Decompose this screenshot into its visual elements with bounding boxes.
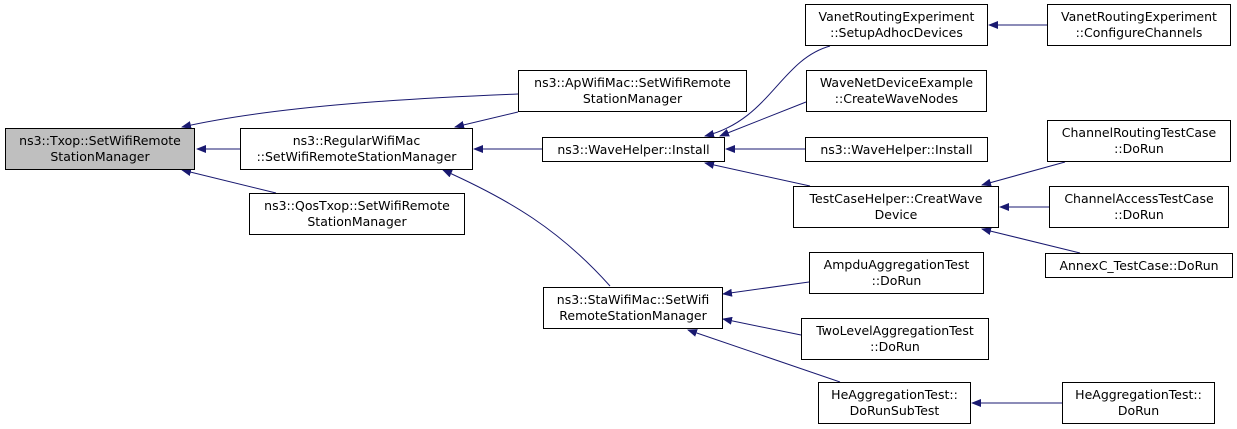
- node-heaggregationtest-dorun[interactable]: HeAggregationTest:: DoRun: [1062, 382, 1215, 424]
- node-wavehelper-install-right[interactable]: ns3::WaveHelper::Install: [805, 137, 988, 162]
- node-label-line2: DoRunSubTest: [849, 403, 940, 418]
- node-label-line1: WaveNetDeviceExample: [819, 75, 974, 90]
- node-label-line2: ::SetupAdhocDevices: [830, 25, 963, 40]
- edge-n14-to-n5: [722, 281, 810, 297]
- node-label-line1: ns3::WaveHelper::Install: [820, 141, 973, 157]
- node-channelroutingtestcase-dorun[interactable]: ChannelRoutingTestCase ::DoRun: [1047, 120, 1231, 162]
- node-label-line1: TestCaseHelper::CreatWave: [809, 191, 983, 206]
- node-txop-setwifiremotestationmanager: ns3::Txop::SetWifiRemote StationManager: [5, 128, 195, 170]
- node-vanetroutingexperiment-configurechannels[interactable]: VanetRoutingExperiment ::ConfigureChanne…: [1047, 4, 1231, 46]
- edge-n8-to-n4: [719, 101, 807, 137]
- node-regularwifimac-setwifiremotestationmanager[interactable]: ns3::RegularWifiMac ::SetWifiRemoteStati…: [240, 128, 473, 170]
- node-label-line2: ::DoRun: [870, 339, 920, 354]
- node-label-line1: ns3::QosTxop::SetWifiRemote: [264, 198, 450, 213]
- node-label-line1: ns3::StaWifiMac::SetWifi: [556, 292, 710, 307]
- node-testcasehelper-creatwavedevice[interactable]: TestCaseHelper::CreatWave Device: [793, 186, 999, 228]
- node-label-line1: ChannelAccessTestCase: [1064, 191, 1214, 206]
- edge-n6-to-n4: [704, 45, 831, 138]
- node-ampduaggregationtest-dorun[interactable]: AmpduAggregationTest ::DoRun: [809, 252, 984, 294]
- node-label-line1: VanetRoutingExperiment: [1061, 9, 1217, 24]
- node-vanetroutingexperiment-setupadhocdevices[interactable]: VanetRoutingExperiment ::SetupAdhocDevic…: [805, 4, 988, 46]
- edge-n1-to-n2: [454, 111, 519, 129]
- edge-n11-to-n10: [981, 161, 1066, 187]
- node-label-line2: ::ConfigureChannels: [1075, 25, 1203, 40]
- node-label-line1: AmpduAggregationTest: [823, 257, 970, 272]
- node-annexc-testcase-dorun[interactable]: AnnexC_TestCase::DoRun: [1045, 253, 1233, 278]
- node-label-line2: ::DoRun: [1114, 207, 1164, 222]
- node-label-line1: VanetRoutingExperiment: [818, 9, 975, 24]
- node-label-line2: ::DoRun: [871, 273, 922, 288]
- node-label-line2: ::SetWifiRemoteStationManager: [256, 149, 457, 164]
- node-label-line2: ::DoRun: [1114, 141, 1164, 156]
- node-label-line2: RemoteStationManager: [559, 308, 707, 323]
- node-label-line2: StationManager: [307, 214, 407, 229]
- node-label-line1: HeAggregationTest::: [831, 387, 958, 402]
- edge-n10-to-n4: [704, 161, 811, 187]
- node-label-line2: ::CreateWaveNodes: [834, 91, 959, 106]
- edge-n13-to-n10: [981, 227, 1081, 254]
- node-label-line1: AnnexC_TestCase::DoRun: [1059, 257, 1219, 273]
- node-label-line1: ns3::RegularWifiMac: [292, 133, 421, 148]
- edge-n15-to-n5: [722, 316, 802, 336]
- node-label-line2: StationManager: [50, 149, 150, 164]
- node-label-line1: ns3::Txop::SetWifiRemote: [19, 133, 181, 148]
- node-label-line2: Device: [874, 207, 918, 222]
- node-twolevelaggregationtest-dorun[interactable]: TwoLevelAggregationTest ::DoRun: [801, 318, 989, 360]
- edge-n3-to-n0: [181, 168, 277, 194]
- edge-n1-to-n0: [181, 93, 519, 129]
- node-label-line1: ns3::WaveHelper::Install: [557, 141, 710, 157]
- node-wavehelper-install-middle[interactable]: ns3::WaveHelper::Install: [542, 137, 725, 162]
- node-apwifimac-setwifiremotestationmanager[interactable]: ns3::ApWifiMac::SetWifiRemote StationMan…: [518, 70, 747, 112]
- node-label-line2: StationManager: [582, 91, 683, 106]
- node-wavenetdeviceexample-createwavenodes[interactable]: WaveNetDeviceExample ::CreateWaveNodes: [806, 70, 987, 112]
- node-qostxop-setwifiremotestationmanager[interactable]: ns3::QosTxop::SetWifiRemote StationManag…: [249, 193, 465, 235]
- node-stawifimac-setwifiremotestationmanager[interactable]: ns3::StaWifiMac::SetWifi RemoteStationMa…: [543, 287, 723, 329]
- node-channelaccesstestcase-dorun[interactable]: ChannelAccessTestCase ::DoRun: [1049, 186, 1229, 228]
- edge-n16-to-n5: [687, 329, 841, 383]
- edge-n5-to-n2: [442, 169, 611, 287]
- node-label-line2: DoRun: [1117, 403, 1160, 418]
- node-label-line1: ns3::ApWifiMac::SetWifiRemote: [534, 75, 731, 90]
- node-heaggregationtest-dorunsubtest[interactable]: HeAggregationTest:: DoRunSubTest: [818, 382, 971, 424]
- node-label-line1: HeAggregationTest::: [1075, 387, 1202, 402]
- node-label-line1: ChannelRoutingTestCase: [1061, 125, 1217, 140]
- node-label-line1: TwoLevelAggregationTest: [816, 323, 974, 338]
